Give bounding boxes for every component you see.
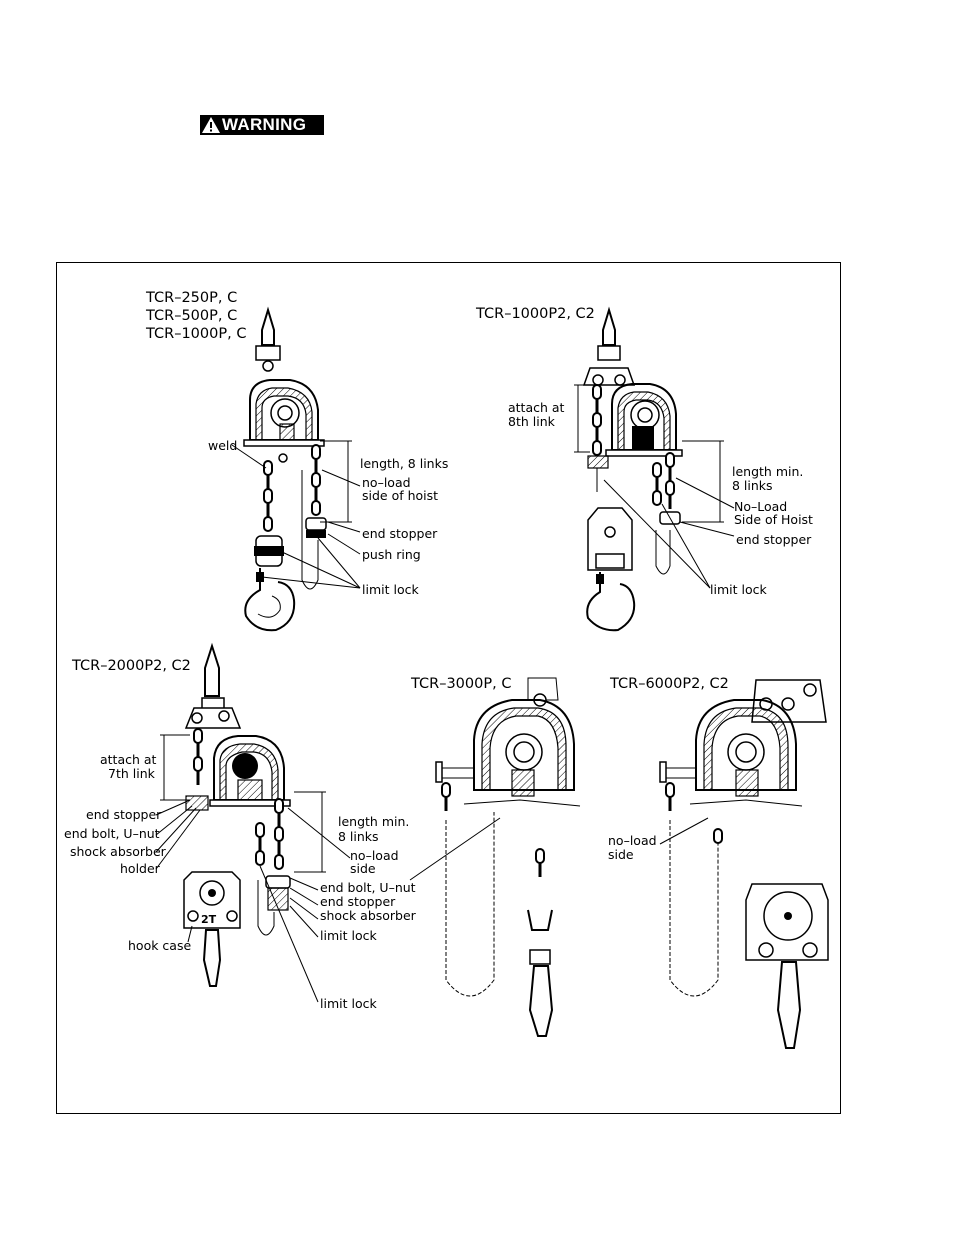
fig3-attach-label-2: 7th link	[108, 766, 156, 781]
fig1-noload-label-2: side of hoist	[362, 488, 438, 503]
fig3-holder-label: holder	[120, 861, 161, 876]
fig1-limit-lock-label: limit lock	[362, 582, 419, 597]
fig3-hook-case-label: hook case	[128, 938, 191, 953]
figure-4: TCR–3000P, C	[409, 676, 581, 1037]
fig1-end-stopper-label: end stopper	[362, 526, 438, 541]
fig3-attach-label-1: attach at	[100, 752, 157, 767]
figure-5: TCR–6000P2, C2 no–load side	[608, 676, 829, 1049]
fig2-end-stopper-label: end stopper	[736, 532, 812, 547]
fig2-attach-label-1: attach at	[508, 400, 565, 415]
fig3-right-limit-lock-label: limit lock	[320, 928, 377, 943]
fig5-noload-label-1: no–load	[608, 833, 657, 848]
warning-triangle-icon	[202, 117, 220, 133]
fig3-end-stopper-label: end stopper	[86, 807, 162, 822]
fig1-noload-label-1: no–load	[362, 475, 411, 490]
figure-1: TCR–250P, C TCR–500P, C TCR–1000P, C	[145, 290, 448, 632]
fig3-length-label-2: 8 links	[338, 829, 379, 844]
fig3-length-label-1: length min.	[338, 814, 409, 829]
fig3-end-bolt-label: end bolt, U–nut	[64, 826, 160, 841]
fig1-title-1: TCR–250P, C	[145, 290, 237, 306]
fig5-noload-label-2: side	[608, 847, 634, 862]
fig3-capacity-label: 2T	[201, 913, 217, 926]
fig1-push-ring-label: push ring	[362, 547, 421, 562]
fig3-right-shock-label: shock absorber	[320, 908, 417, 923]
fig1-title-3: TCR–1000P, C	[145, 326, 246, 342]
figure-3: TCR–2000P2, C2 2T	[64, 642, 417, 1011]
warning-label: WARNING	[222, 115, 307, 134]
fig1-length-label: length, 8 links	[360, 456, 448, 471]
fig2-noload-label-1: No–Load	[734, 499, 787, 514]
fig5-title: TCR–6000P2, C2	[609, 676, 729, 692]
fig3-noload-label-1: no–load	[350, 848, 399, 863]
fig3-title: TCR–2000P2, C2	[71, 658, 191, 674]
fig2-title: TCR–1000P2, C2	[475, 306, 595, 322]
diagram-frame	[56, 262, 841, 1114]
fig3-right-end-stopper-label: end stopper	[320, 894, 396, 909]
fig2-limit-lock-label: limit lock	[710, 582, 767, 597]
fig2-attach-label-2: 8th link	[508, 414, 556, 429]
fig3-right-end-bolt-label: end bolt, U–nut	[320, 880, 416, 895]
fig3-shock-label: shock absorber	[70, 844, 167, 859]
fig3-bottom-limit-lock-label: limit lock	[320, 996, 377, 1011]
fig2-length-label-1: length min.	[732, 464, 803, 479]
fig3-noload-label-2: side	[350, 861, 376, 876]
figure-2: TCR–1000P2, C2	[475, 306, 813, 632]
fig2-noload-label-2: Side of Hoist	[734, 512, 813, 527]
fig4-title: TCR–3000P, C	[410, 676, 511, 692]
fig2-length-label-2: 8 links	[732, 478, 773, 493]
fig1-title-2: TCR–500P, C	[145, 308, 237, 324]
fig1-weld-label: weld	[208, 438, 237, 453]
warning-badge: WARNING	[200, 115, 324, 135]
